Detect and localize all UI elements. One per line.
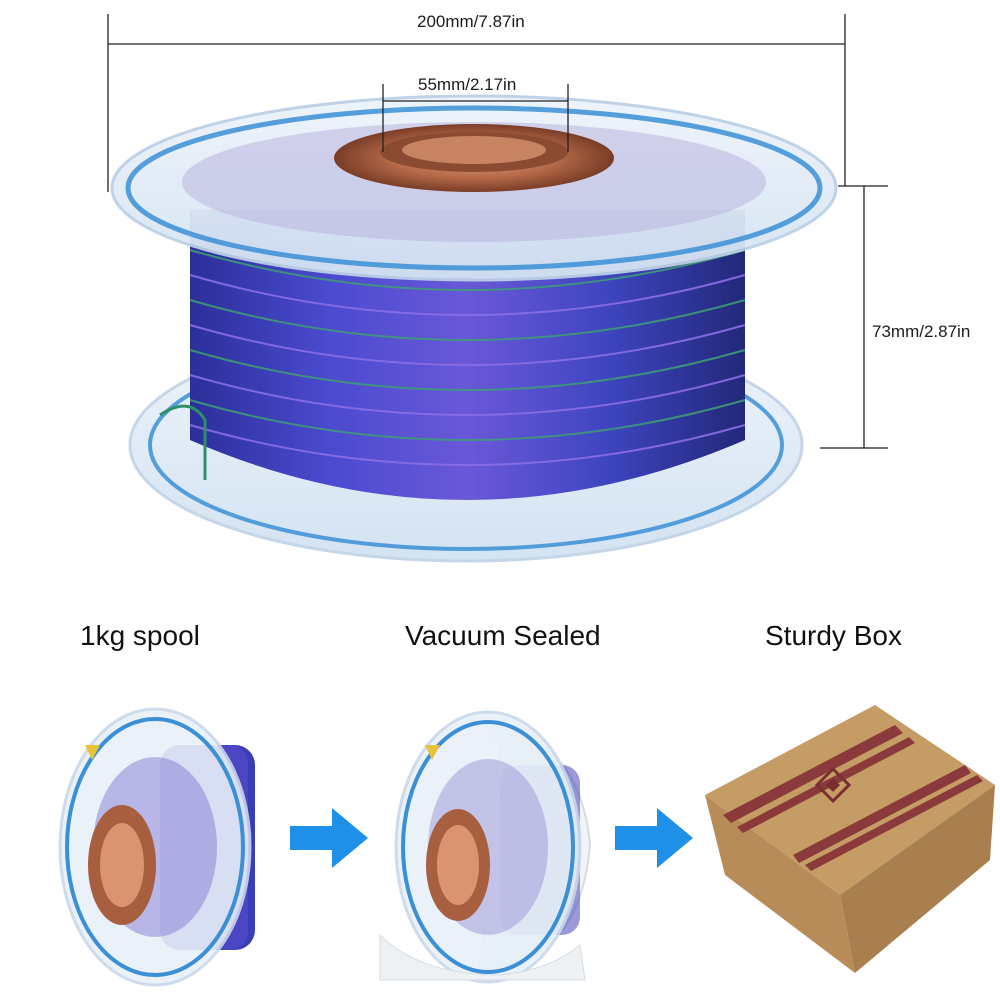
right-arrow-icon — [290, 808, 368, 868]
brand-logo-icon — [814, 766, 852, 804]
height-dimension-label: 73mm/2.87in — [872, 322, 971, 341]
right-arrow-icon — [615, 808, 693, 868]
caption-spool: 1kg spool — [80, 620, 200, 651]
small-spool-illustration — [58, 707, 255, 987]
caption-vacuum-sealed: Vacuum Sealed — [405, 620, 601, 651]
width-dimension-label: 200mm/7.87in — [417, 12, 525, 31]
hub-dimension-line — [382, 84, 569, 152]
sturdy-box-illustration — [705, 705, 995, 973]
hub-dimension-label: 55mm/2.17in — [418, 75, 517, 94]
width-dimension-line — [107, 14, 846, 192]
height-dimension-line — [820, 185, 888, 449]
main-spool-illustration — [107, 14, 888, 563]
filament-loose-end — [159, 404, 207, 480]
vacuum-sealed-spool-illustration — [379, 710, 592, 984]
filament-windings — [189, 249, 746, 466]
filament-body — [190, 210, 745, 500]
caption-sturdy-box: Sturdy Box — [765, 620, 902, 651]
